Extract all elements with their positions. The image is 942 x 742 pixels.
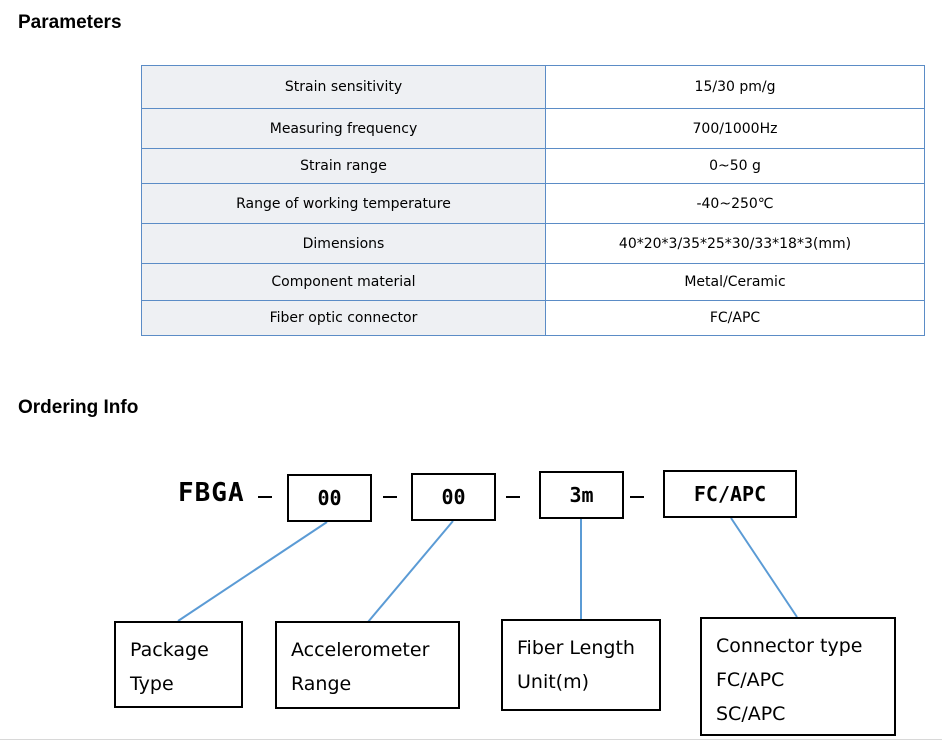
separator-dash: [630, 496, 644, 498]
param-value: -40~250℃: [545, 183, 925, 224]
desc-fiber-length: Fiber Length Unit(m): [501, 619, 661, 711]
bottom-divider: [0, 739, 942, 740]
ordering-heading: Ordering Info: [18, 397, 139, 418]
param-value: 15/30 pm/g: [545, 65, 925, 109]
param-value: 700/1000Hz: [545, 108, 925, 149]
param-value: Metal/Ceramic: [545, 263, 925, 301]
desc-line: SC/APC: [716, 703, 786, 725]
code-fiber-length: 3m: [539, 471, 624, 519]
separator-dash: [506, 496, 520, 498]
code-accelerometer-range: 00: [411, 473, 496, 521]
separator-dash: [258, 496, 272, 498]
separator-dash: [383, 496, 397, 498]
code-package-type: 00: [287, 474, 372, 522]
table-row: Fiber optic connector FC/APC: [141, 300, 925, 336]
desc-line: Range: [291, 673, 352, 695]
connector-line-package: [177, 521, 328, 622]
desc-line: Type: [130, 673, 174, 695]
table-row: Range of working temperature -40~250℃: [141, 183, 925, 224]
table-row: Component material Metal/Ceramic: [141, 263, 925, 301]
connector-line-range: [367, 520, 454, 623]
desc-accelerometer-range: Accelerometer Range: [275, 621, 460, 709]
param-label: Component material: [141, 263, 546, 301]
table-row: Strain range 0~50 g: [141, 148, 925, 184]
param-value: 0~50 g: [545, 148, 925, 184]
table-row: Strain sensitivity 15/30 pm/g: [141, 65, 925, 109]
param-value: FC/APC: [545, 300, 925, 336]
desc-line: Fiber Length: [517, 637, 635, 659]
param-value: 40*20*3/35*25*30/33*18*3(mm): [545, 223, 925, 264]
desc-package-type: Package Type: [114, 621, 243, 708]
connector-line-connector: [730, 517, 798, 618]
model-prefix: FBGA: [178, 478, 245, 508]
desc-line: Connector type: [716, 635, 863, 657]
parameters-heading: Parameters: [18, 12, 122, 33]
param-label: Fiber optic connector: [141, 300, 546, 336]
desc-line: Accelerometer: [291, 639, 430, 661]
code-connector-type: FC/APC: [663, 470, 797, 518]
table-row: Dimensions 40*20*3/35*25*30/33*18*3(mm): [141, 223, 925, 264]
param-label: Strain range: [141, 148, 546, 184]
param-label: Strain sensitivity: [141, 65, 546, 109]
desc-line: FC/APC: [716, 669, 785, 691]
desc-line: Unit(m): [517, 671, 590, 693]
desc-line: Package: [130, 639, 209, 661]
parameters-table: Strain sensitivity 15/30 pm/g Measuring …: [141, 65, 925, 336]
table-row: Measuring frequency 700/1000Hz: [141, 108, 925, 149]
param-label: Measuring frequency: [141, 108, 546, 149]
param-label: Dimensions: [141, 223, 546, 264]
param-label: Range of working temperature: [141, 183, 546, 224]
desc-connector-type: Connector type FC/APC SC/APC: [700, 617, 896, 736]
